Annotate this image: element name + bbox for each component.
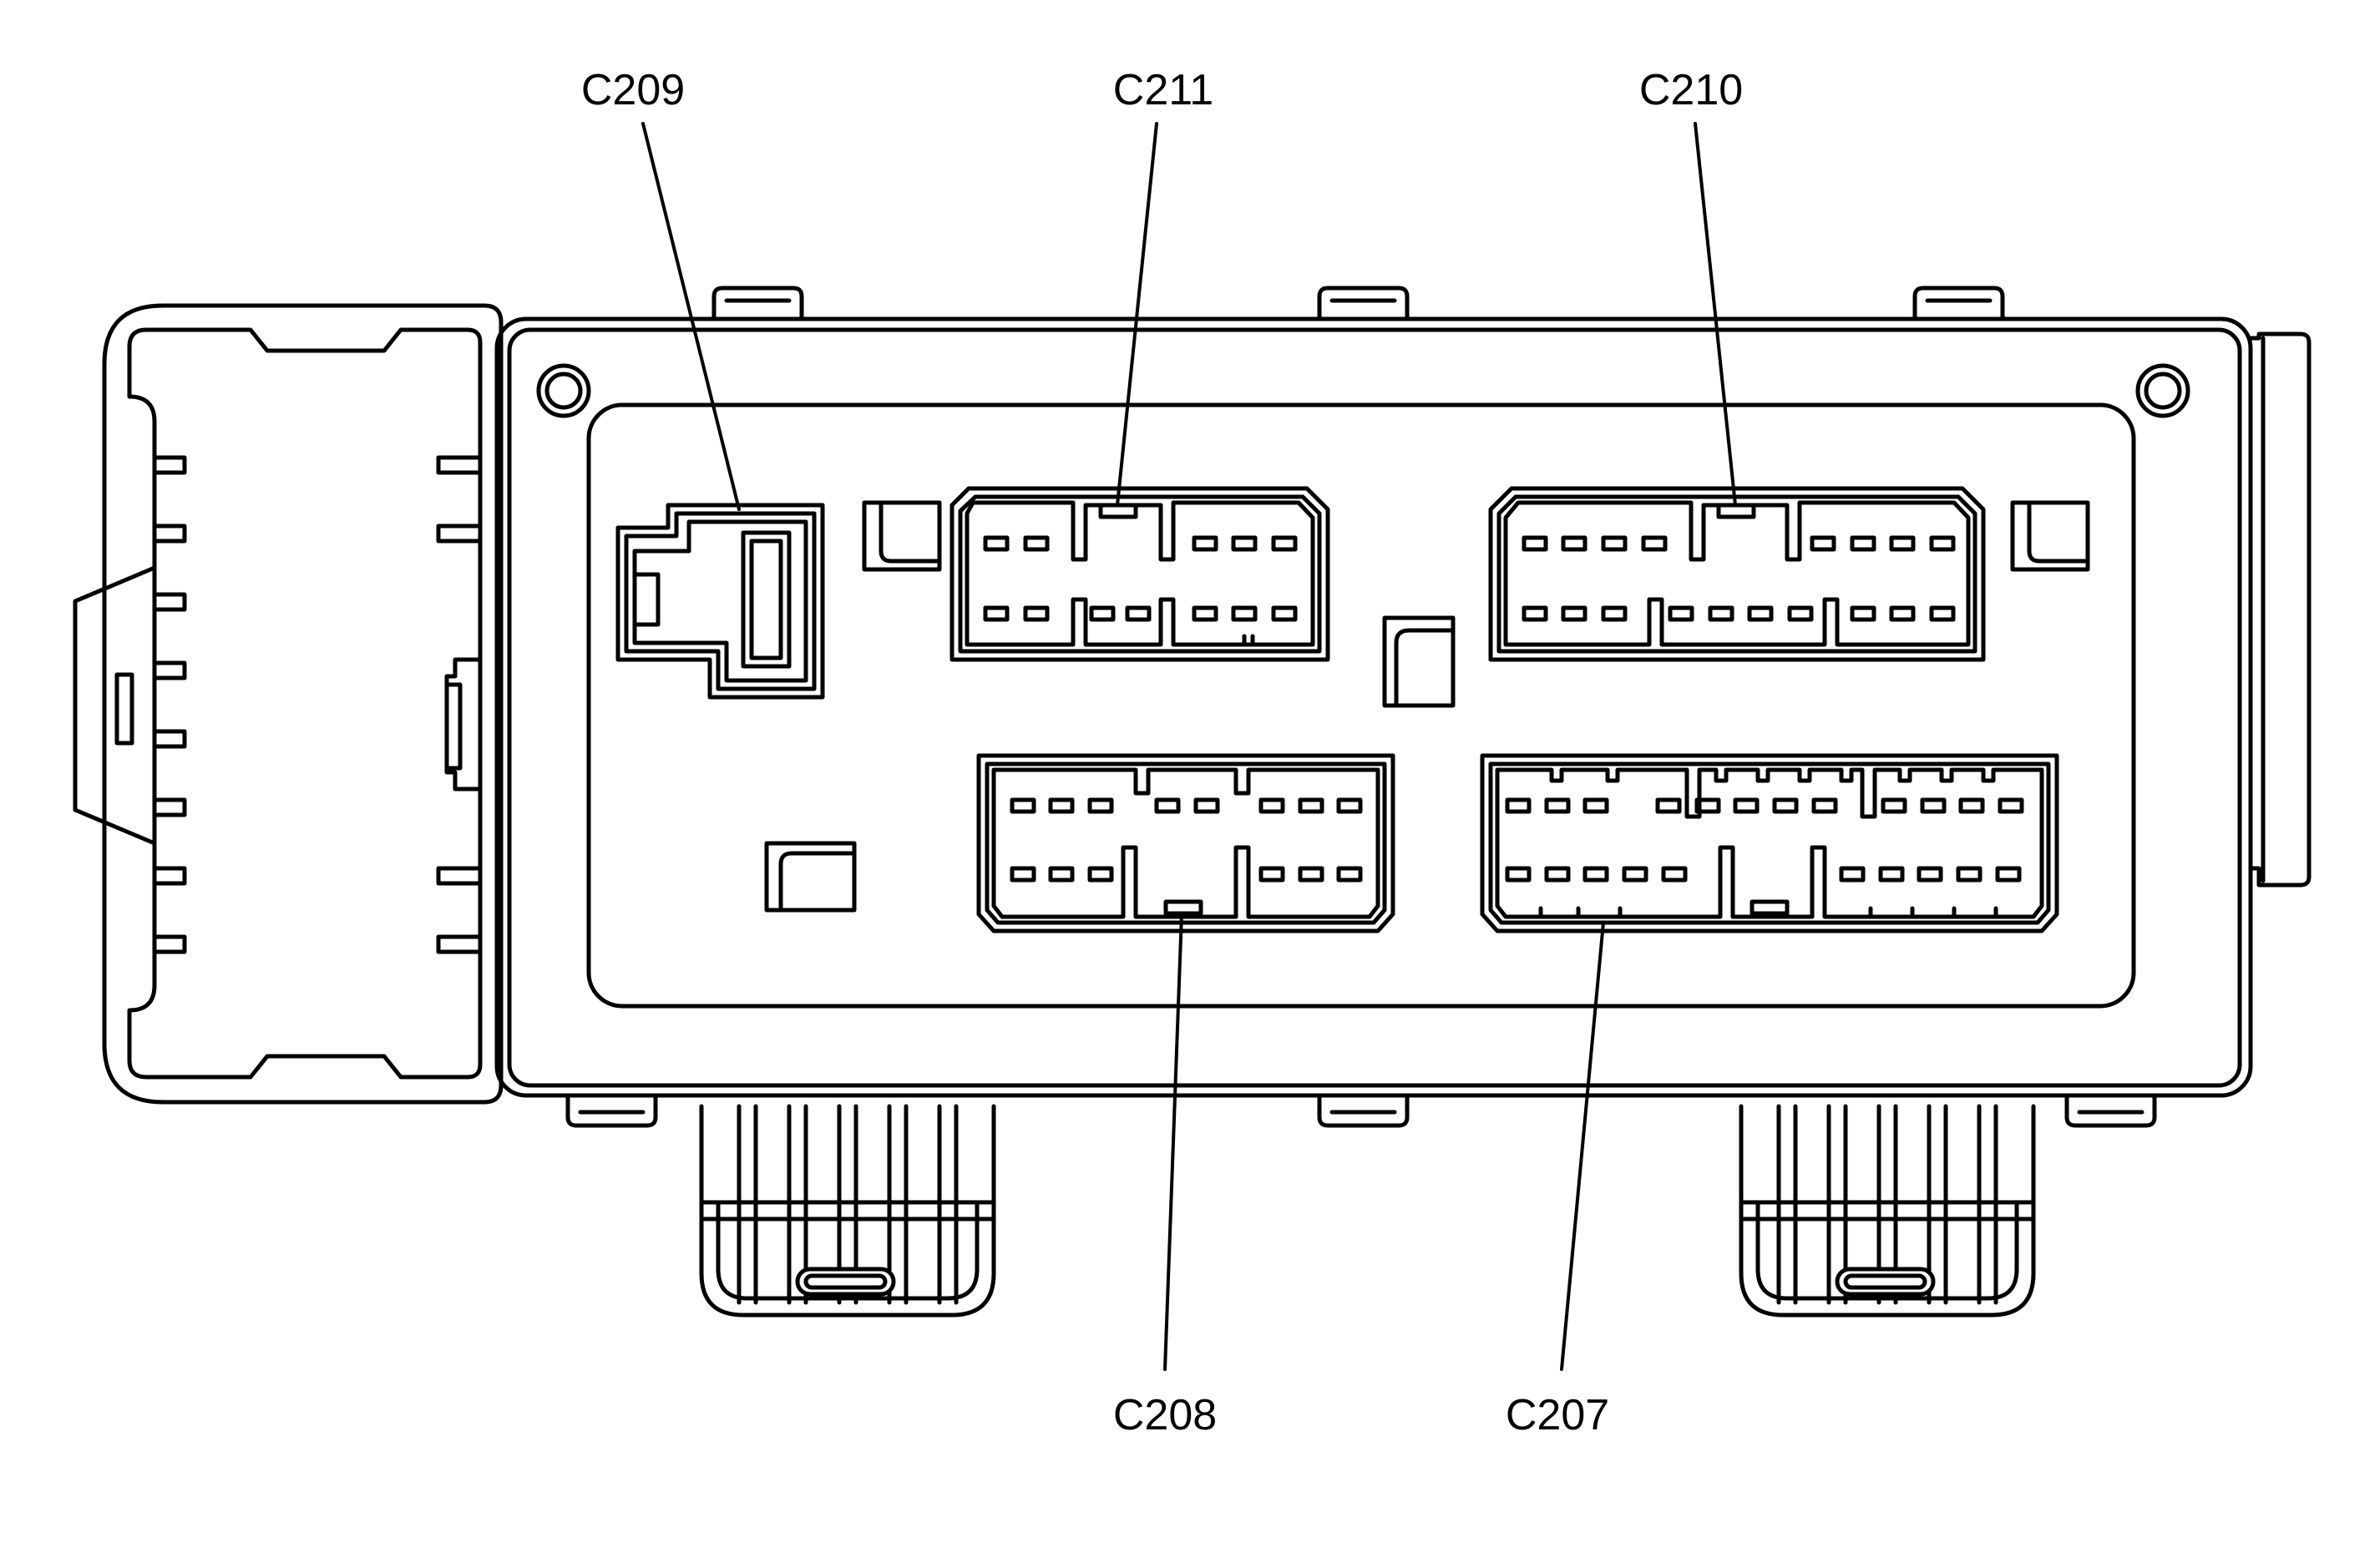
leader-c211 [1116,122,1158,507]
label-c208: C208 [1113,1391,1217,1439]
connector-c209 [615,503,825,700]
leader-c207 [1560,921,1605,1371]
top-clips [711,286,2005,321]
connector-c211 [949,486,1330,662]
leader-c209 [641,122,741,511]
label-c207: C207 [1506,1391,1609,1439]
label-c211: C211 [1113,66,1213,114]
leader-lines [641,122,1737,1371]
bottom-clips [565,1093,2157,1128]
side-module-housing [73,303,504,1105]
connector-c207 [1480,753,2059,933]
label-c209: C209 [581,66,685,114]
harness-plug-right [1739,1104,2036,1318]
leader-c210 [1694,122,1737,507]
main-housing [494,316,2312,1098]
harness-plug-left [699,1104,996,1318]
callout-labels: C209 C211 C210 C208 C207 [581,66,1743,1439]
connector-c208 [976,753,1395,933]
leader-c208 [1163,913,1183,1371]
label-c210: C210 [1639,66,1743,114]
locating-tabs [764,500,2090,913]
connector-c210 [1488,486,1986,662]
